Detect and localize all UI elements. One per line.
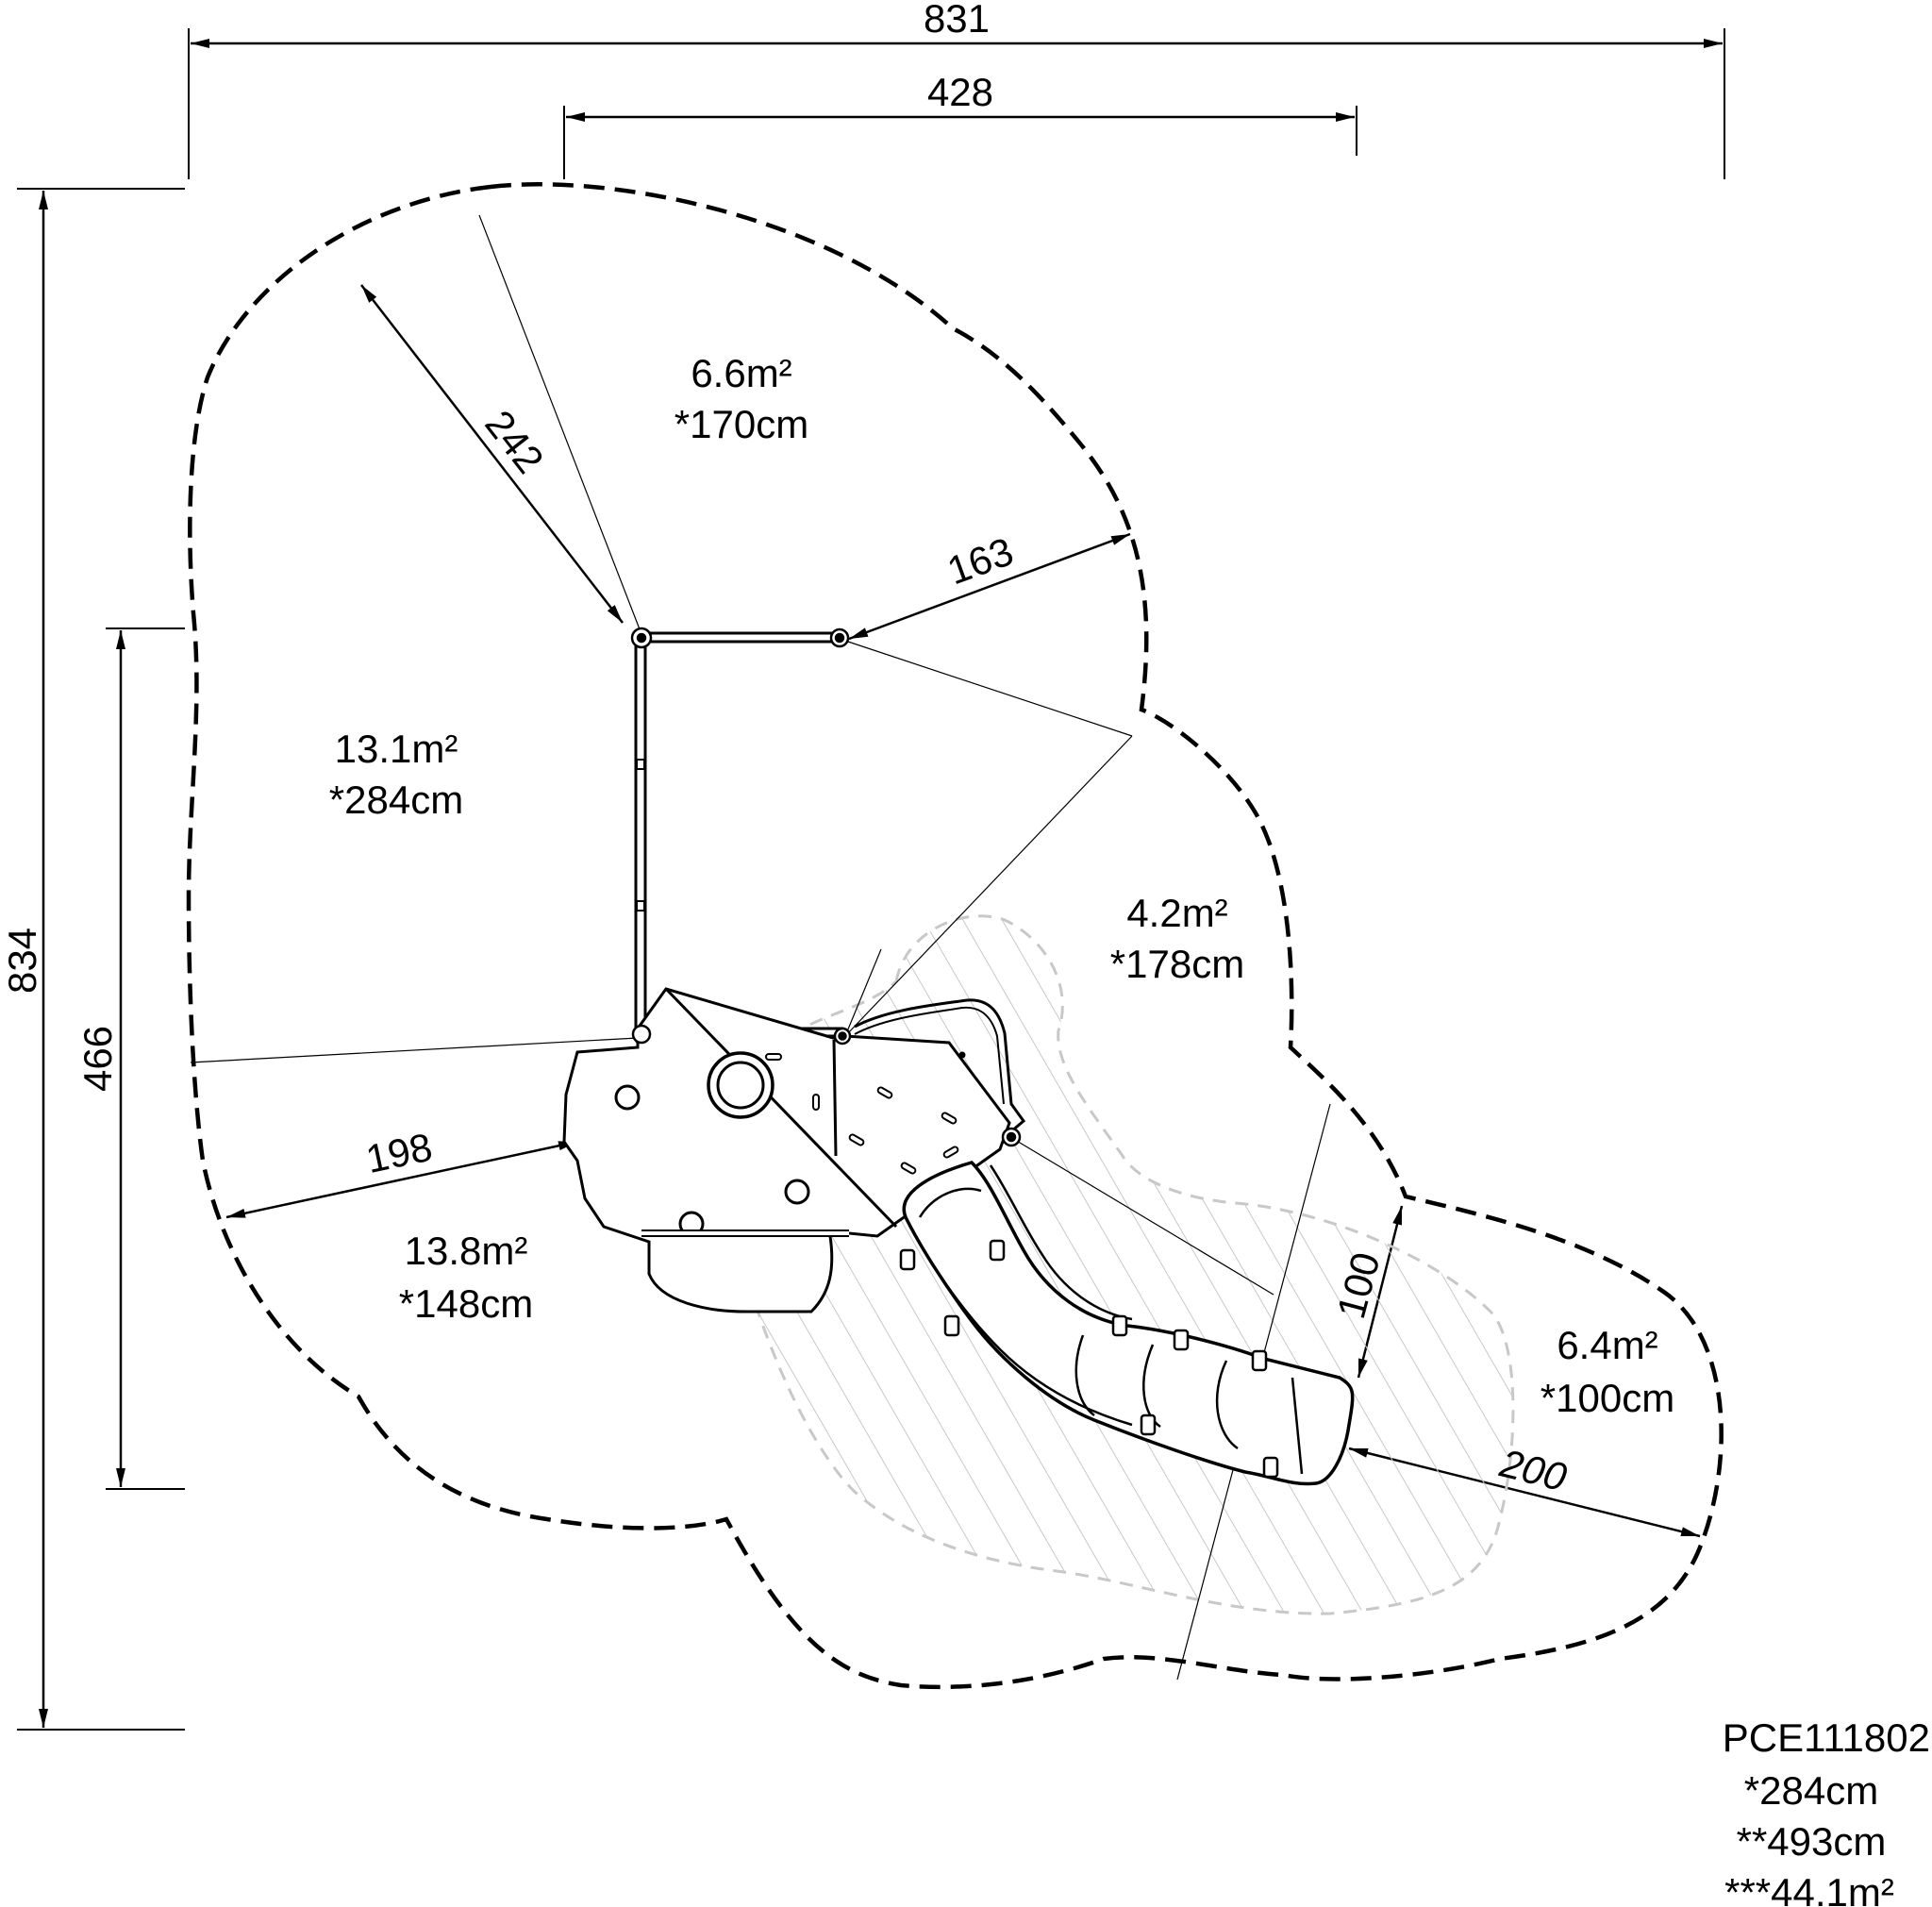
- critical-height: **493cm: [1737, 1819, 1887, 1864]
- platform-skirt: [647, 1235, 834, 1313]
- zone-divider-lines: [190, 214, 1331, 1681]
- vertical-rail: [634, 640, 647, 1045]
- radius-top-right-dimension-line: [848, 532, 1131, 641]
- radius-top-right-label: 163: [941, 528, 1019, 593]
- zone-height-label: *148cm: [399, 1281, 533, 1326]
- safety-zone-outline: [186, 182, 1724, 1690]
- wall-slots: [765, 1053, 959, 1175]
- radius-left-dimension-line: [225, 1140, 578, 1219]
- overall-height-label: 834: [0, 928, 44, 994]
- handle-1: [614, 1084, 641, 1111]
- zone-height-label: *100cm: [1541, 1376, 1674, 1420]
- post-joints: [630, 627, 1022, 1147]
- dimension-lines: [39, 39, 1723, 1728]
- zone-area-label: 4.2m²: [1126, 891, 1227, 935]
- dimension-labels: 831 428 834 466 242 163 198 100 200: [0, 0, 1572, 1499]
- zone-height-label: *170cm: [675, 402, 808, 446]
- handle-2: [784, 1179, 810, 1205]
- radius-left-label: 198: [362, 1125, 436, 1182]
- zone-labels: 6.6m² *170cm 13.1m² *284cm 4.2m² *178cm …: [329, 351, 1674, 1420]
- extension-lines: [17, 28, 1725, 1731]
- zone-height-label: *284cm: [329, 778, 463, 822]
- radius-top-left-label: 242: [476, 402, 552, 481]
- zone-height-label: *178cm: [1110, 942, 1244, 986]
- zone-area-label: 13.8m²: [405, 1229, 528, 1273]
- slide-hood: [854, 998, 1026, 1139]
- overall-width-label: 831: [924, 0, 990, 41]
- radius-top-left-dimension-line: [360, 284, 624, 624]
- zone-area-label: 6.6m²: [691, 351, 791, 395]
- free-fall-height: *284cm: [1744, 1768, 1878, 1813]
- zone-area-label: 6.4m²: [1557, 1323, 1657, 1367]
- top-rail: [640, 631, 841, 644]
- product-code: PCE111802: [1723, 1715, 1930, 1760]
- total-area: ***44.1m²: [1724, 1870, 1894, 1907]
- inner-height-label: 466: [75, 1026, 120, 1092]
- product-info: PCE111802 *284cm **493cm ***44.1m²: [1723, 1715, 1930, 1907]
- play-equipment: [562, 627, 1355, 1486]
- zone-area-label: 13.1m²: [335, 727, 458, 771]
- inner-width-label: 428: [927, 70, 993, 114]
- slide-rim-bands: [899, 1239, 1279, 1479]
